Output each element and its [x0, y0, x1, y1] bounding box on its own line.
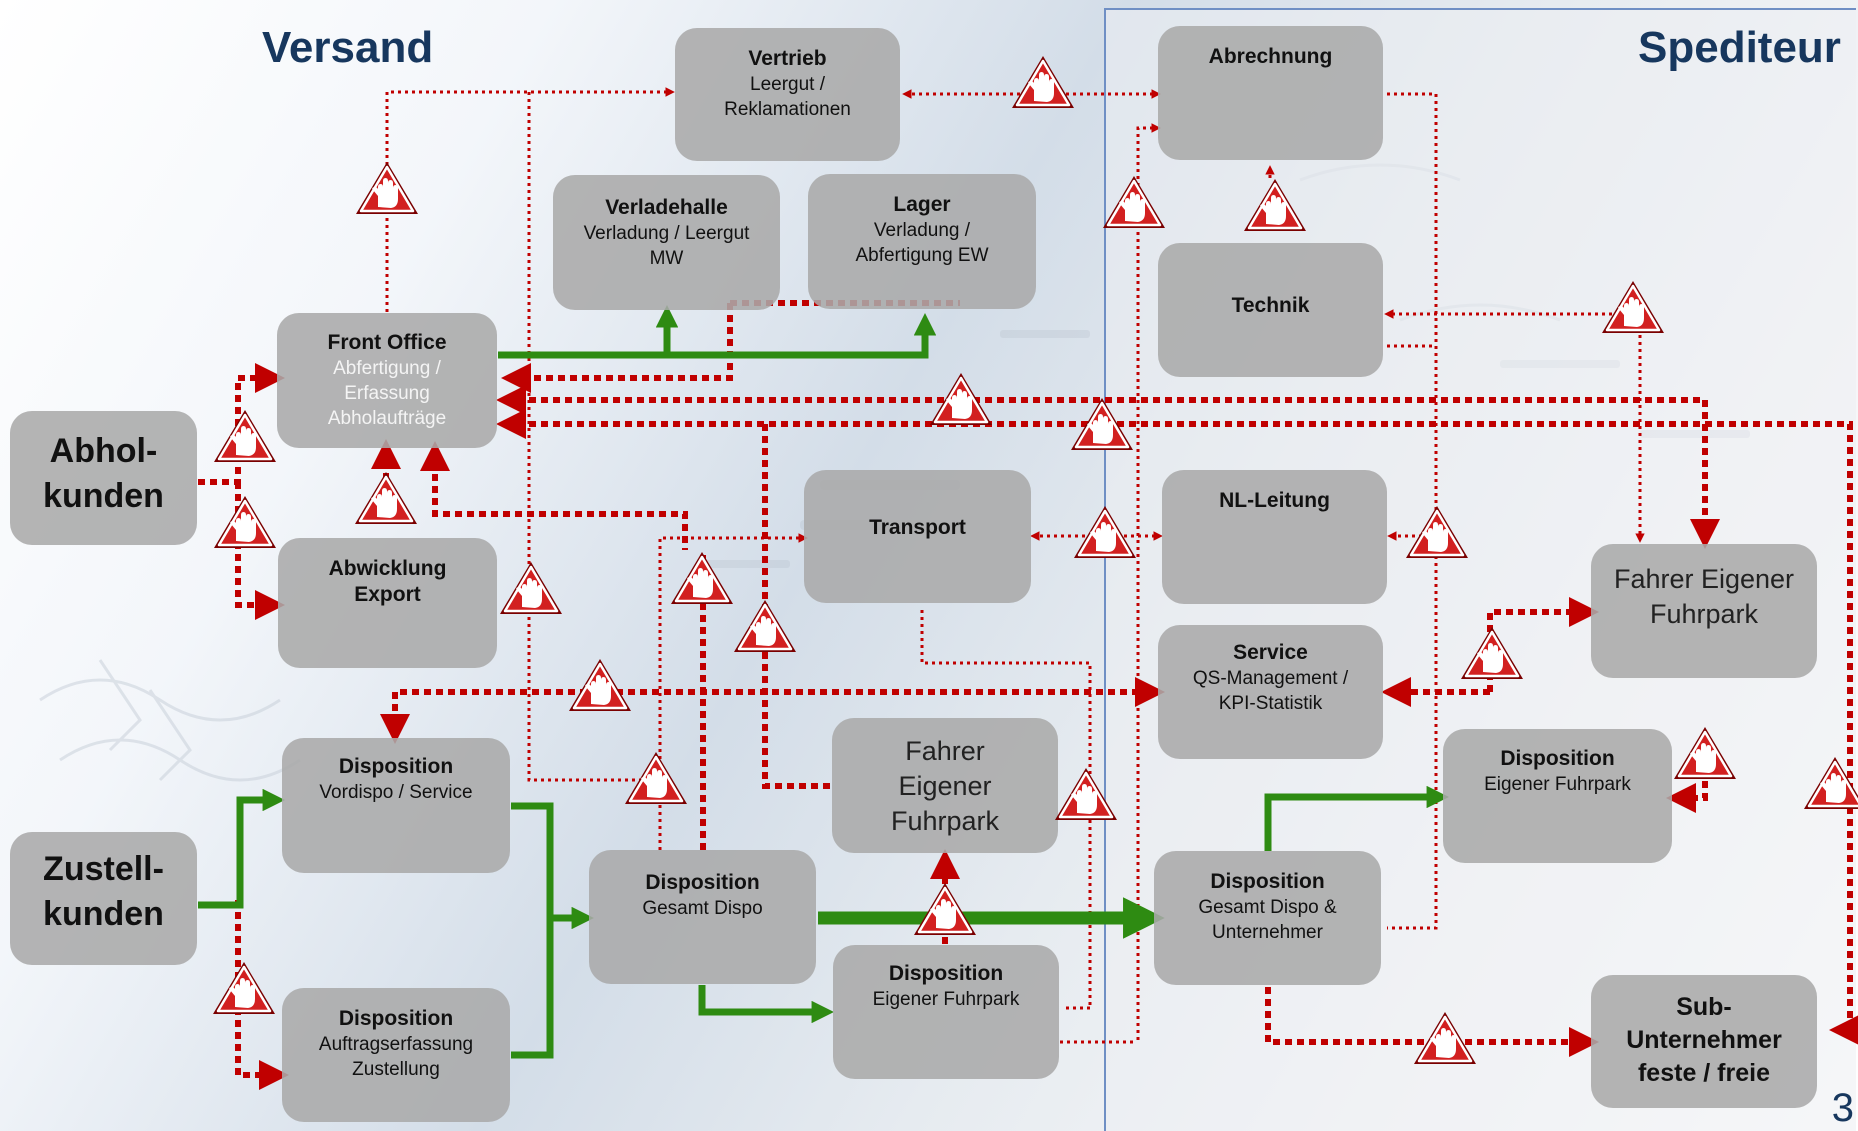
node-disposition-vordispo[interactable]: Disposition Vordispo / Service: [282, 738, 510, 873]
stop-hand-warning-icon: [625, 752, 687, 804]
node-title: Disposition: [338, 1007, 454, 1030]
node-title: Fahrer Eigener Fuhrpark: [890, 736, 1000, 836]
stop-hand-warning-icon: [355, 472, 417, 524]
stop-hand-warning-icon: [671, 552, 733, 604]
node-title: Transport: [869, 516, 966, 539]
stop-hand-warning-icon: [1414, 1012, 1476, 1064]
stop-hand-warning-icon: [1074, 506, 1136, 558]
node-title: Technik: [1231, 294, 1310, 317]
stop-hand-warning-icon: [1602, 281, 1664, 333]
stop-hand-warning-icon: [356, 162, 418, 214]
page-number: 3: [1831, 1086, 1854, 1130]
node-subtitle: Verladung / Leergut MW: [583, 223, 750, 269]
node-title: Front Office: [327, 331, 447, 354]
node-abholkunden[interactable]: Abhol- kunden: [10, 411, 197, 545]
node-title: Lager: [893, 193, 951, 216]
node-transport[interactable]: Transport: [804, 470, 1031, 603]
node-title: Zustell- kunden: [43, 850, 164, 933]
node-subtitle: Leergut / Reklamationen: [724, 74, 851, 120]
node-fahrer-eigener-fuhrpark-mid[interactable]: Fahrer Eigener Fuhrpark: [832, 718, 1058, 853]
node-zustellkunden[interactable]: Zustell- kunden: [10, 832, 197, 965]
node-title: NL-Leitung: [1219, 489, 1330, 512]
node-disposition-gesamt-unternehmer[interactable]: Disposition Gesamt Dispo & Unternehmer: [1154, 851, 1381, 985]
stop-hand-warning-icon: [1244, 179, 1306, 231]
node-title: Abhol- kunden: [43, 432, 164, 515]
node-technik[interactable]: Technik: [1158, 243, 1383, 377]
node-title: Sub- Unternehmer feste / freie: [1626, 993, 1782, 1087]
node-subtitle: Gesamt Dispo & Unternehmer: [1198, 897, 1337, 943]
node-fahrer-eigener-fuhrpark-right[interactable]: Fahrer Eigener Fuhrpark: [1591, 544, 1817, 678]
stop-hand-warning-icon: [734, 600, 796, 652]
node-abwicklung-export[interactable]: Abwicklung Export: [278, 538, 497, 668]
stop-hand-warning-icon: [1461, 627, 1523, 679]
node-title: Disposition: [1500, 747, 1615, 770]
node-subtitle: Eigener Fuhrpark: [1484, 774, 1631, 795]
node-title: Service: [1233, 641, 1308, 664]
node-subtitle: Abfertigung / Erfassung Abholaufträge: [327, 358, 447, 429]
node-verladehalle[interactable]: Verladehalle Verladung / Leergut MW: [553, 175, 780, 310]
node-title: Disposition: [338, 755, 454, 778]
stop-hand-warning-icon: [214, 410, 276, 462]
stop-hand-warning-icon: [569, 659, 631, 711]
stop-hand-warning-icon: [500, 562, 562, 614]
stop-hand-warning-icon: [1103, 176, 1165, 228]
node-subtitle: Auftragserfassung Zustellung: [318, 1034, 474, 1080]
stop-hand-warning-icon: [1674, 727, 1736, 779]
stop-hand-warning-icon: [914, 883, 976, 935]
stop-hand-warning-icon: [1055, 768, 1117, 820]
node-disposition-auftragserfassung[interactable]: Disposition Auftragserfassung Zustellung: [282, 988, 510, 1122]
node-abrechnung[interactable]: Abrechnung: [1158, 26, 1383, 160]
node-title: Disposition: [645, 871, 760, 894]
node-disposition-gesamt[interactable]: Disposition Gesamt Dispo: [589, 850, 816, 984]
stop-hand-warning-icon: [1071, 398, 1133, 450]
node-title: Disposition: [1210, 870, 1325, 893]
node-subtitle: Eigener Fuhrpark: [872, 989, 1020, 1010]
node-title: Vertrieb: [748, 47, 827, 70]
stop-hand-warning-icon: [214, 496, 276, 548]
node-front-office[interactable]: Front Office Abfertigung / Erfassung Abh…: [277, 313, 497, 448]
node-title: Disposition: [888, 962, 1004, 985]
node-nl-leitung[interactable]: NL-Leitung: [1162, 470, 1387, 604]
section-title-spediteur: Spediteur: [1638, 23, 1841, 72]
node-lager[interactable]: Lager Verladung / Abfertigung EW: [808, 174, 1036, 309]
section-title-versand: Versand: [262, 23, 434, 72]
node-title: Abwicklung Export: [328, 557, 447, 606]
stop-hand-warning-icon: [1012, 56, 1074, 108]
node-vertrieb[interactable]: Vertrieb Leergut / Reklamationen: [675, 28, 900, 161]
node-service[interactable]: Service QS-Management / KPI-Statistik: [1158, 625, 1383, 759]
stop-hand-warning-icon: [930, 373, 992, 425]
stop-hand-warning-icon: [1406, 506, 1468, 558]
node-disposition-eigener-fuhrpark-right[interactable]: Disposition Eigener Fuhrpark: [1443, 729, 1672, 863]
node-subtitle: QS-Management / KPI-Statistik: [1192, 668, 1349, 714]
stop-hand-warning-icon: [1804, 757, 1858, 809]
node-title: Verladehalle: [605, 196, 728, 219]
node-title: Fahrer Eigener Fuhrpark: [1613, 564, 1795, 629]
node-subtitle: Vordispo / Service: [319, 782, 473, 803]
stop-hand-warning-icon: [213, 962, 275, 1014]
flow-connectors: [198, 305, 1449, 1059]
node-subtitle: Verladung / Abfertigung EW: [855, 220, 989, 266]
node-sub-unternehmer[interactable]: Sub- Unternehmer feste / freie: [1591, 975, 1817, 1108]
node-disposition-eigener-fuhrpark-mid[interactable]: Disposition Eigener Fuhrpark: [833, 945, 1059, 1079]
node-subtitle: Gesamt Dispo: [642, 898, 763, 919]
node-title: Abrechnung: [1208, 45, 1333, 68]
